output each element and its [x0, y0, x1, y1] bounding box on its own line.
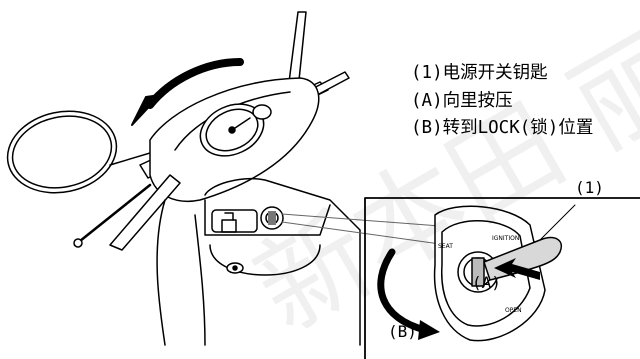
legend-item-push: (A)向里按压: [411, 90, 513, 111]
detail-leader-lines: [281, 213, 441, 245]
ignition-label: IGNITION: [492, 235, 519, 242]
callout-key: (1): [575, 178, 604, 197]
push-arrow: [494, 258, 540, 280]
open-label: OPEN: [505, 307, 522, 314]
left-handgrip: [73, 174, 181, 251]
legend-item-key: (1)电源开关钥匙: [411, 63, 548, 83]
callout-push: (A): [472, 273, 501, 292]
steering-turn-arrow: [131, 58, 244, 126]
legend-item-turn: (B)转到LOCK(锁)位置: [411, 118, 594, 138]
callout-turn: (B): [388, 322, 417, 341]
legend: (1)电源开关钥匙 (A)向里按压 (B)转到LOCK(锁)位置: [411, 60, 593, 143]
detail-inset-frame: [364, 197, 640, 359]
front-panel: [156, 177, 361, 346]
seat-label: SEAT: [438, 243, 453, 250]
ignition-switch-small: [260, 206, 284, 230]
speedometer: [199, 103, 272, 157]
turn-arrow: [377, 248, 440, 340]
